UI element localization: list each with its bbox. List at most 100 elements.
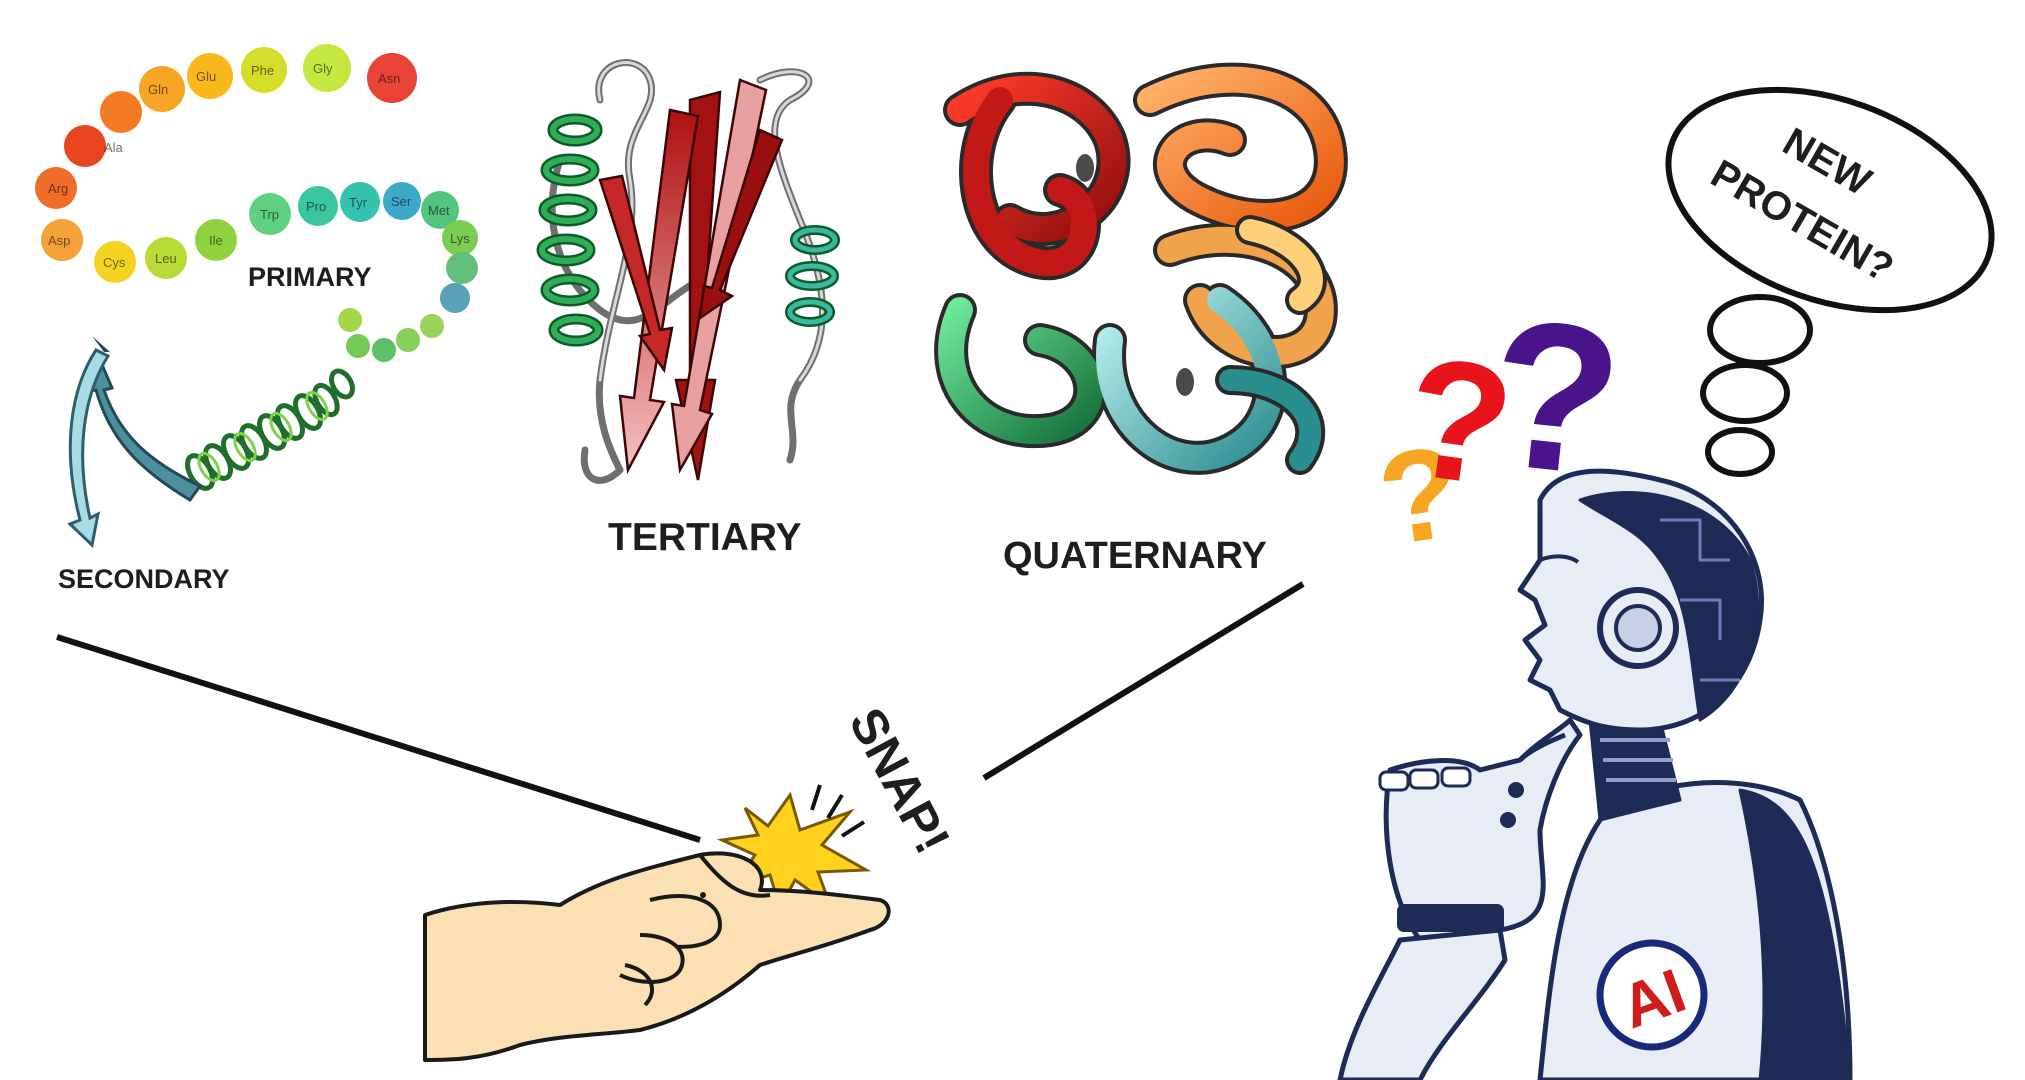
aa-trp: Trp xyxy=(260,207,279,222)
bead-13 xyxy=(420,314,444,338)
shape-21 xyxy=(597,61,654,382)
shape-51 xyxy=(1076,154,1094,182)
bead-glu xyxy=(187,53,233,99)
secondary-structure: SECONDARY xyxy=(58,308,444,594)
shape-52 xyxy=(1176,368,1194,396)
robot-wristband xyxy=(1397,904,1504,932)
primary-structure: Arg Ala Gln Glu Phe Gly Asn Asp Cys Leu … xyxy=(35,44,478,313)
shape-15 xyxy=(67,348,111,548)
label-primary: PRIMARY xyxy=(248,262,372,292)
shape-32 xyxy=(539,236,593,264)
aa-met: Met xyxy=(428,203,450,218)
shape-58 xyxy=(624,963,655,1007)
bead-ala xyxy=(64,125,106,167)
aa-arg: Arg xyxy=(48,181,68,196)
aa-gly: Gly xyxy=(313,61,333,76)
bead-9 xyxy=(421,191,459,229)
label-quaternary: QUATERNARY xyxy=(1003,535,1267,577)
subunit-teal xyxy=(1096,287,1284,471)
shape-12 xyxy=(269,411,293,443)
beta-strand-4 xyxy=(598,174,674,374)
subunit-green xyxy=(938,297,1104,445)
shape-63 xyxy=(1705,427,1775,477)
shape-9 xyxy=(329,368,355,400)
shape-29 xyxy=(550,116,600,144)
line-1 xyxy=(810,784,822,811)
beta-sheet-arrows xyxy=(67,336,203,548)
group-1 xyxy=(197,390,329,483)
bead-arg xyxy=(35,167,77,209)
shape-49 xyxy=(1239,219,1323,311)
aa-gln: Gln xyxy=(148,82,168,97)
thinking-robot: AI xyxy=(1337,468,1853,1080)
group-5 xyxy=(787,227,838,325)
shape-59 xyxy=(700,892,706,898)
amino-acid-chain-middle: Asp Cys Leu Ile Trp Pro Tyr Ser Met Lys xyxy=(41,182,478,313)
ai-badge xyxy=(1596,939,1708,1051)
label-secondary: SECONDARY xyxy=(58,564,230,594)
group-8 xyxy=(1600,738,1676,782)
beta-strand-2 xyxy=(618,108,700,475)
label-tertiary: TERTIARY xyxy=(608,516,802,559)
aa-ala: Ala xyxy=(104,140,124,155)
bead-14 xyxy=(396,328,420,352)
bead-15 xyxy=(372,338,396,362)
group-9 xyxy=(1660,518,1740,682)
subunit-red-2 xyxy=(963,87,1097,276)
bead-6 xyxy=(298,186,338,226)
bead-2 xyxy=(94,241,136,283)
aa-asp: Asp xyxy=(48,233,70,248)
aa-glu: Glu xyxy=(196,69,216,84)
shape-14 xyxy=(81,356,203,502)
bead-gly xyxy=(303,44,351,92)
bead-8 xyxy=(383,182,421,220)
shape-11 xyxy=(233,431,257,463)
shape-33 xyxy=(543,276,597,304)
aa-lys: Lys xyxy=(450,231,470,246)
shape-20 xyxy=(580,446,624,484)
shape-7 xyxy=(293,393,323,431)
robot-brain xyxy=(1578,491,1760,722)
shape-16 xyxy=(92,336,110,352)
aa-leu: Leu xyxy=(155,251,177,266)
aa-pro: Pro xyxy=(306,199,326,214)
bead-10 xyxy=(442,220,478,256)
bead-11 xyxy=(446,252,478,284)
shape-60 xyxy=(1665,86,1995,314)
shape-31 xyxy=(541,196,595,224)
shape-39 xyxy=(787,263,837,289)
rect-1 xyxy=(1378,770,1410,792)
connector-line-left xyxy=(56,634,701,843)
bead-12 xyxy=(440,283,470,313)
aa-phe: Phe xyxy=(251,63,274,78)
shape-65 xyxy=(1660,518,1730,562)
line-2 xyxy=(826,793,844,820)
shape-71 xyxy=(1500,812,1516,828)
amino-acid-chain-top: Arg Ala Gln Glu Phe Gly Asn xyxy=(35,44,417,261)
shape-40 xyxy=(787,299,833,325)
aa-asn: Asn xyxy=(378,71,400,86)
bead-4 xyxy=(195,219,237,261)
connector-line-right xyxy=(982,581,1305,781)
group-10 xyxy=(1378,766,1472,792)
shape-30 xyxy=(543,156,597,184)
group-4 xyxy=(539,116,601,344)
shape-8 xyxy=(312,382,340,418)
shape-55 xyxy=(698,853,771,898)
shape-64 xyxy=(1738,788,1852,1080)
aa-cys: Cys xyxy=(103,255,126,270)
shape-61 xyxy=(1707,294,1813,366)
snap-text: SNAP! xyxy=(838,699,960,863)
shape-68 xyxy=(1614,604,1662,652)
shape-56 xyxy=(649,894,722,949)
bead-phe xyxy=(241,47,287,93)
tertiary-structure: TERTIARY xyxy=(536,59,840,559)
bead-16 xyxy=(346,334,370,358)
beta-strand-5 xyxy=(698,128,784,321)
bead-gln xyxy=(139,66,185,112)
shape-34 xyxy=(551,316,601,344)
alpha-helix xyxy=(185,368,355,491)
bead-7 xyxy=(340,182,380,222)
subunit-red xyxy=(947,75,1127,242)
shape-50 xyxy=(1219,369,1322,471)
